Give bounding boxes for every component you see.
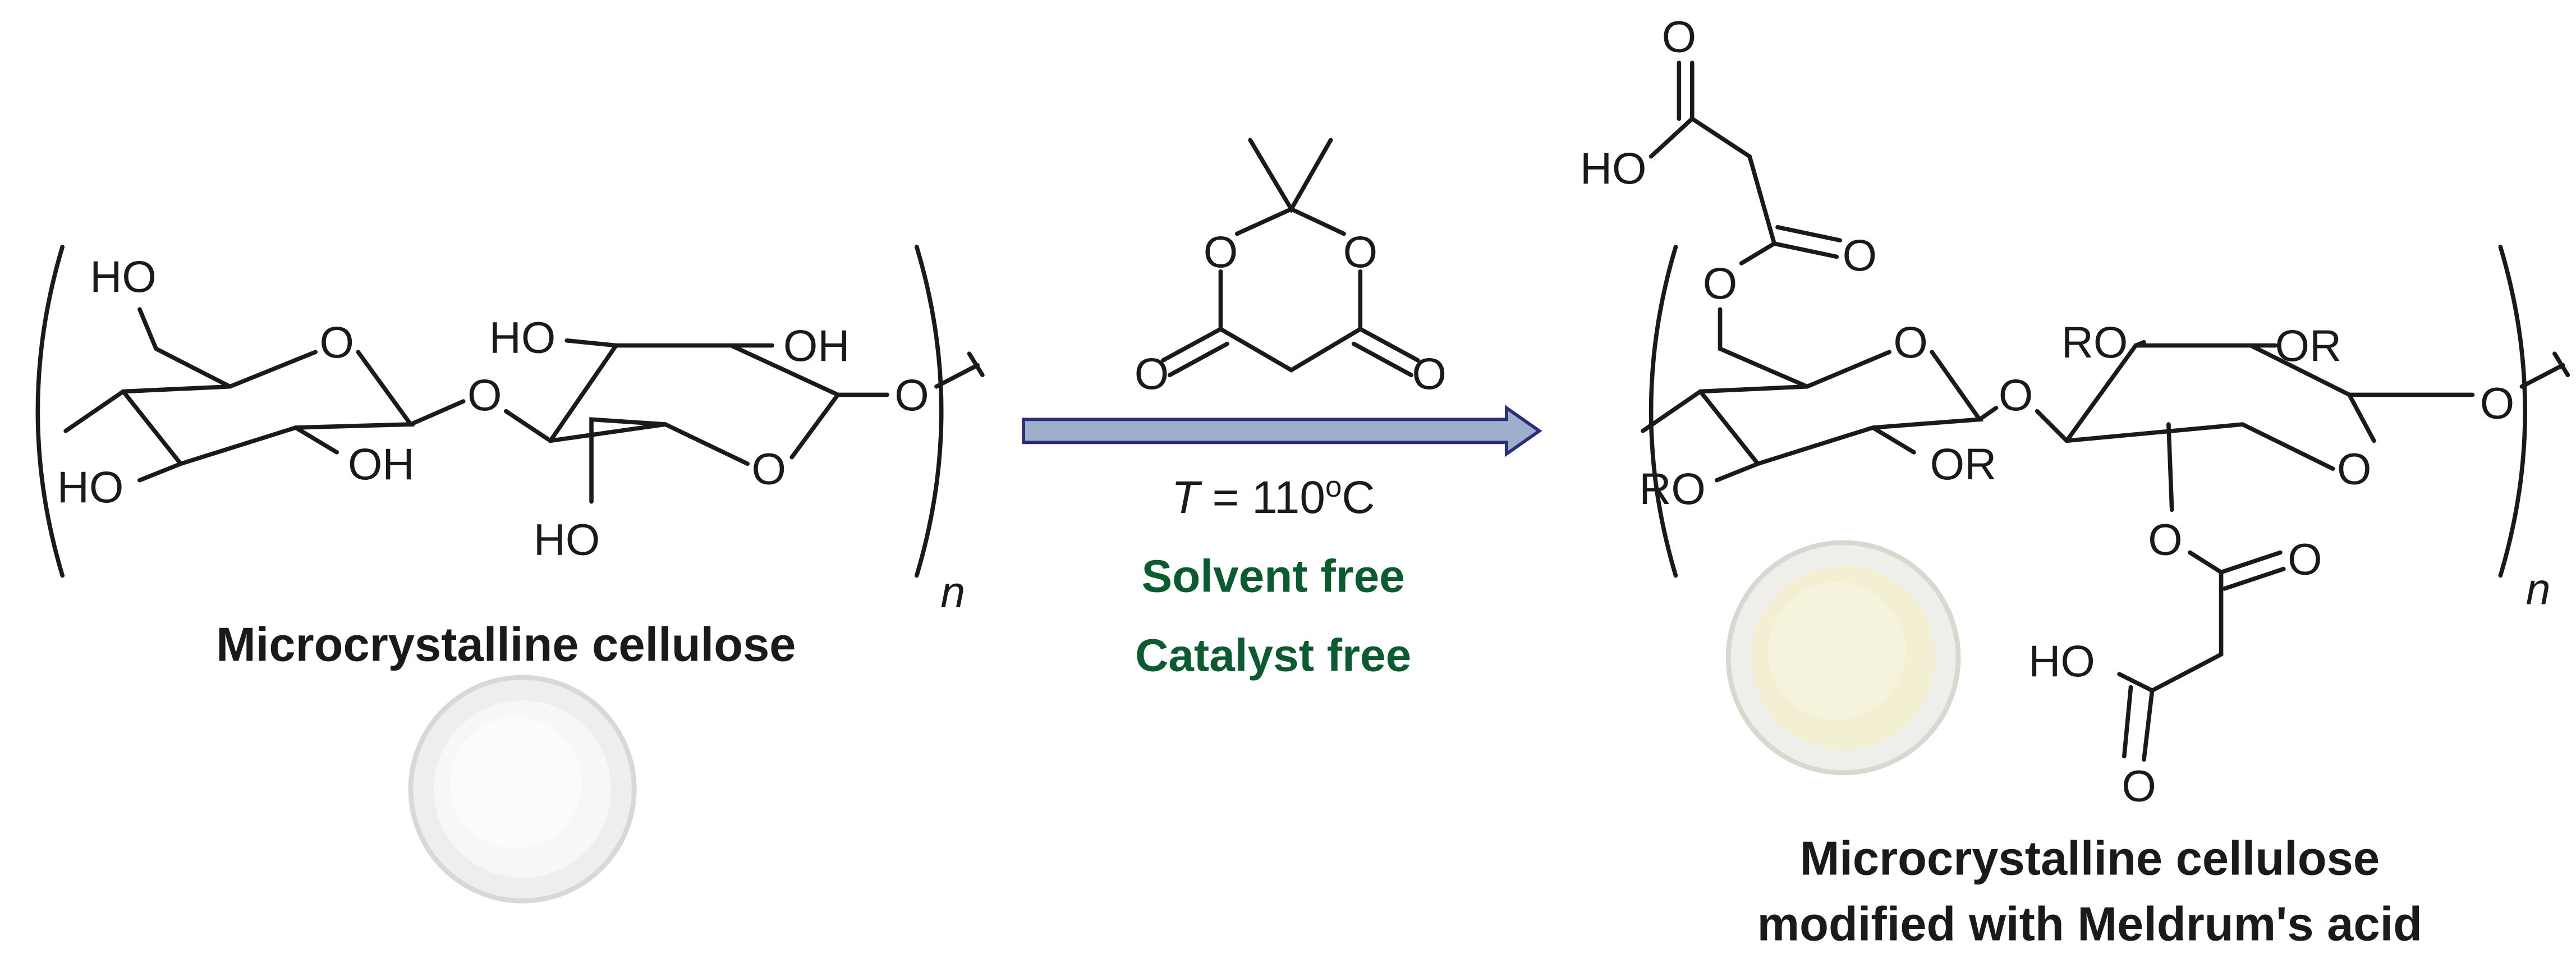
reactant-title: Microcrystalline cellulose bbox=[216, 618, 796, 671]
atom-label: O bbox=[1204, 227, 1238, 277]
atom-label: OH bbox=[783, 320, 850, 370]
atom-label: HO bbox=[534, 515, 600, 565]
atom-label: O bbox=[752, 444, 787, 494]
atom-label: O bbox=[1893, 317, 1927, 367]
modified-cellulose-structure: n O HO O O O RO OR O RO OR O O O O HO bbox=[1580, 12, 2570, 811]
condition-solvent-free: Solvent free bbox=[1142, 551, 1405, 602]
atom-label: OR bbox=[2275, 320, 2341, 370]
atom-label: O bbox=[894, 370, 929, 420]
right-bracket-close bbox=[2498, 245, 2527, 578]
atom-label: O bbox=[2480, 378, 2515, 428]
atom-label: O bbox=[1662, 12, 1697, 62]
atom-label: O bbox=[2288, 534, 2322, 584]
atom-label: HO bbox=[57, 462, 124, 512]
right-bracket-open bbox=[1649, 245, 1678, 578]
atom-label: O bbox=[319, 317, 354, 367]
atom-label: HO bbox=[90, 251, 157, 301]
atom-label: O bbox=[1343, 227, 1378, 277]
left-bracket-close bbox=[914, 245, 944, 578]
temperature-label: T = 110oC bbox=[1172, 470, 1375, 523]
meldrums-acid-structure: O O O O bbox=[1135, 138, 1447, 398]
atom-label: HO bbox=[489, 312, 556, 362]
repeat-n: n bbox=[2526, 563, 2551, 613]
product-title-line1: Microcrystalline cellulose bbox=[1800, 831, 2380, 884]
atom-label: O bbox=[2122, 761, 2156, 811]
cellulose-powder-image bbox=[408, 675, 637, 904]
atom-label: O bbox=[1999, 370, 2033, 420]
atom-label: HO bbox=[2028, 636, 2095, 686]
atom-label: OR bbox=[1930, 439, 1997, 489]
cellulose-structure: n HO HO OH O O HO OH O HO O bbox=[35, 245, 985, 617]
modified-powder-image bbox=[1725, 540, 1961, 776]
atom-label: RO bbox=[1639, 464, 1706, 514]
atom-label: O bbox=[1843, 230, 1877, 280]
atom-label: O bbox=[467, 370, 502, 420]
atom-label: O bbox=[1703, 258, 1737, 308]
atom-label: O bbox=[1135, 349, 1169, 398]
repeat-n: n bbox=[940, 567, 965, 617]
atom-label: OH bbox=[348, 439, 415, 489]
atom-label: RO bbox=[2061, 317, 2128, 367]
atom-label: O bbox=[2148, 515, 2182, 565]
product-title-line2: modified with Meldrum's acid bbox=[1757, 897, 2422, 950]
condition-catalyst-free: Catalyst free bbox=[1135, 630, 1411, 681]
atom-label: HO bbox=[1580, 143, 1647, 193]
atom-label: O bbox=[1412, 349, 1447, 398]
reaction-arrow bbox=[1022, 405, 1542, 457]
atom-label: O bbox=[2337, 444, 2372, 494]
left-bracket-open bbox=[35, 245, 65, 578]
